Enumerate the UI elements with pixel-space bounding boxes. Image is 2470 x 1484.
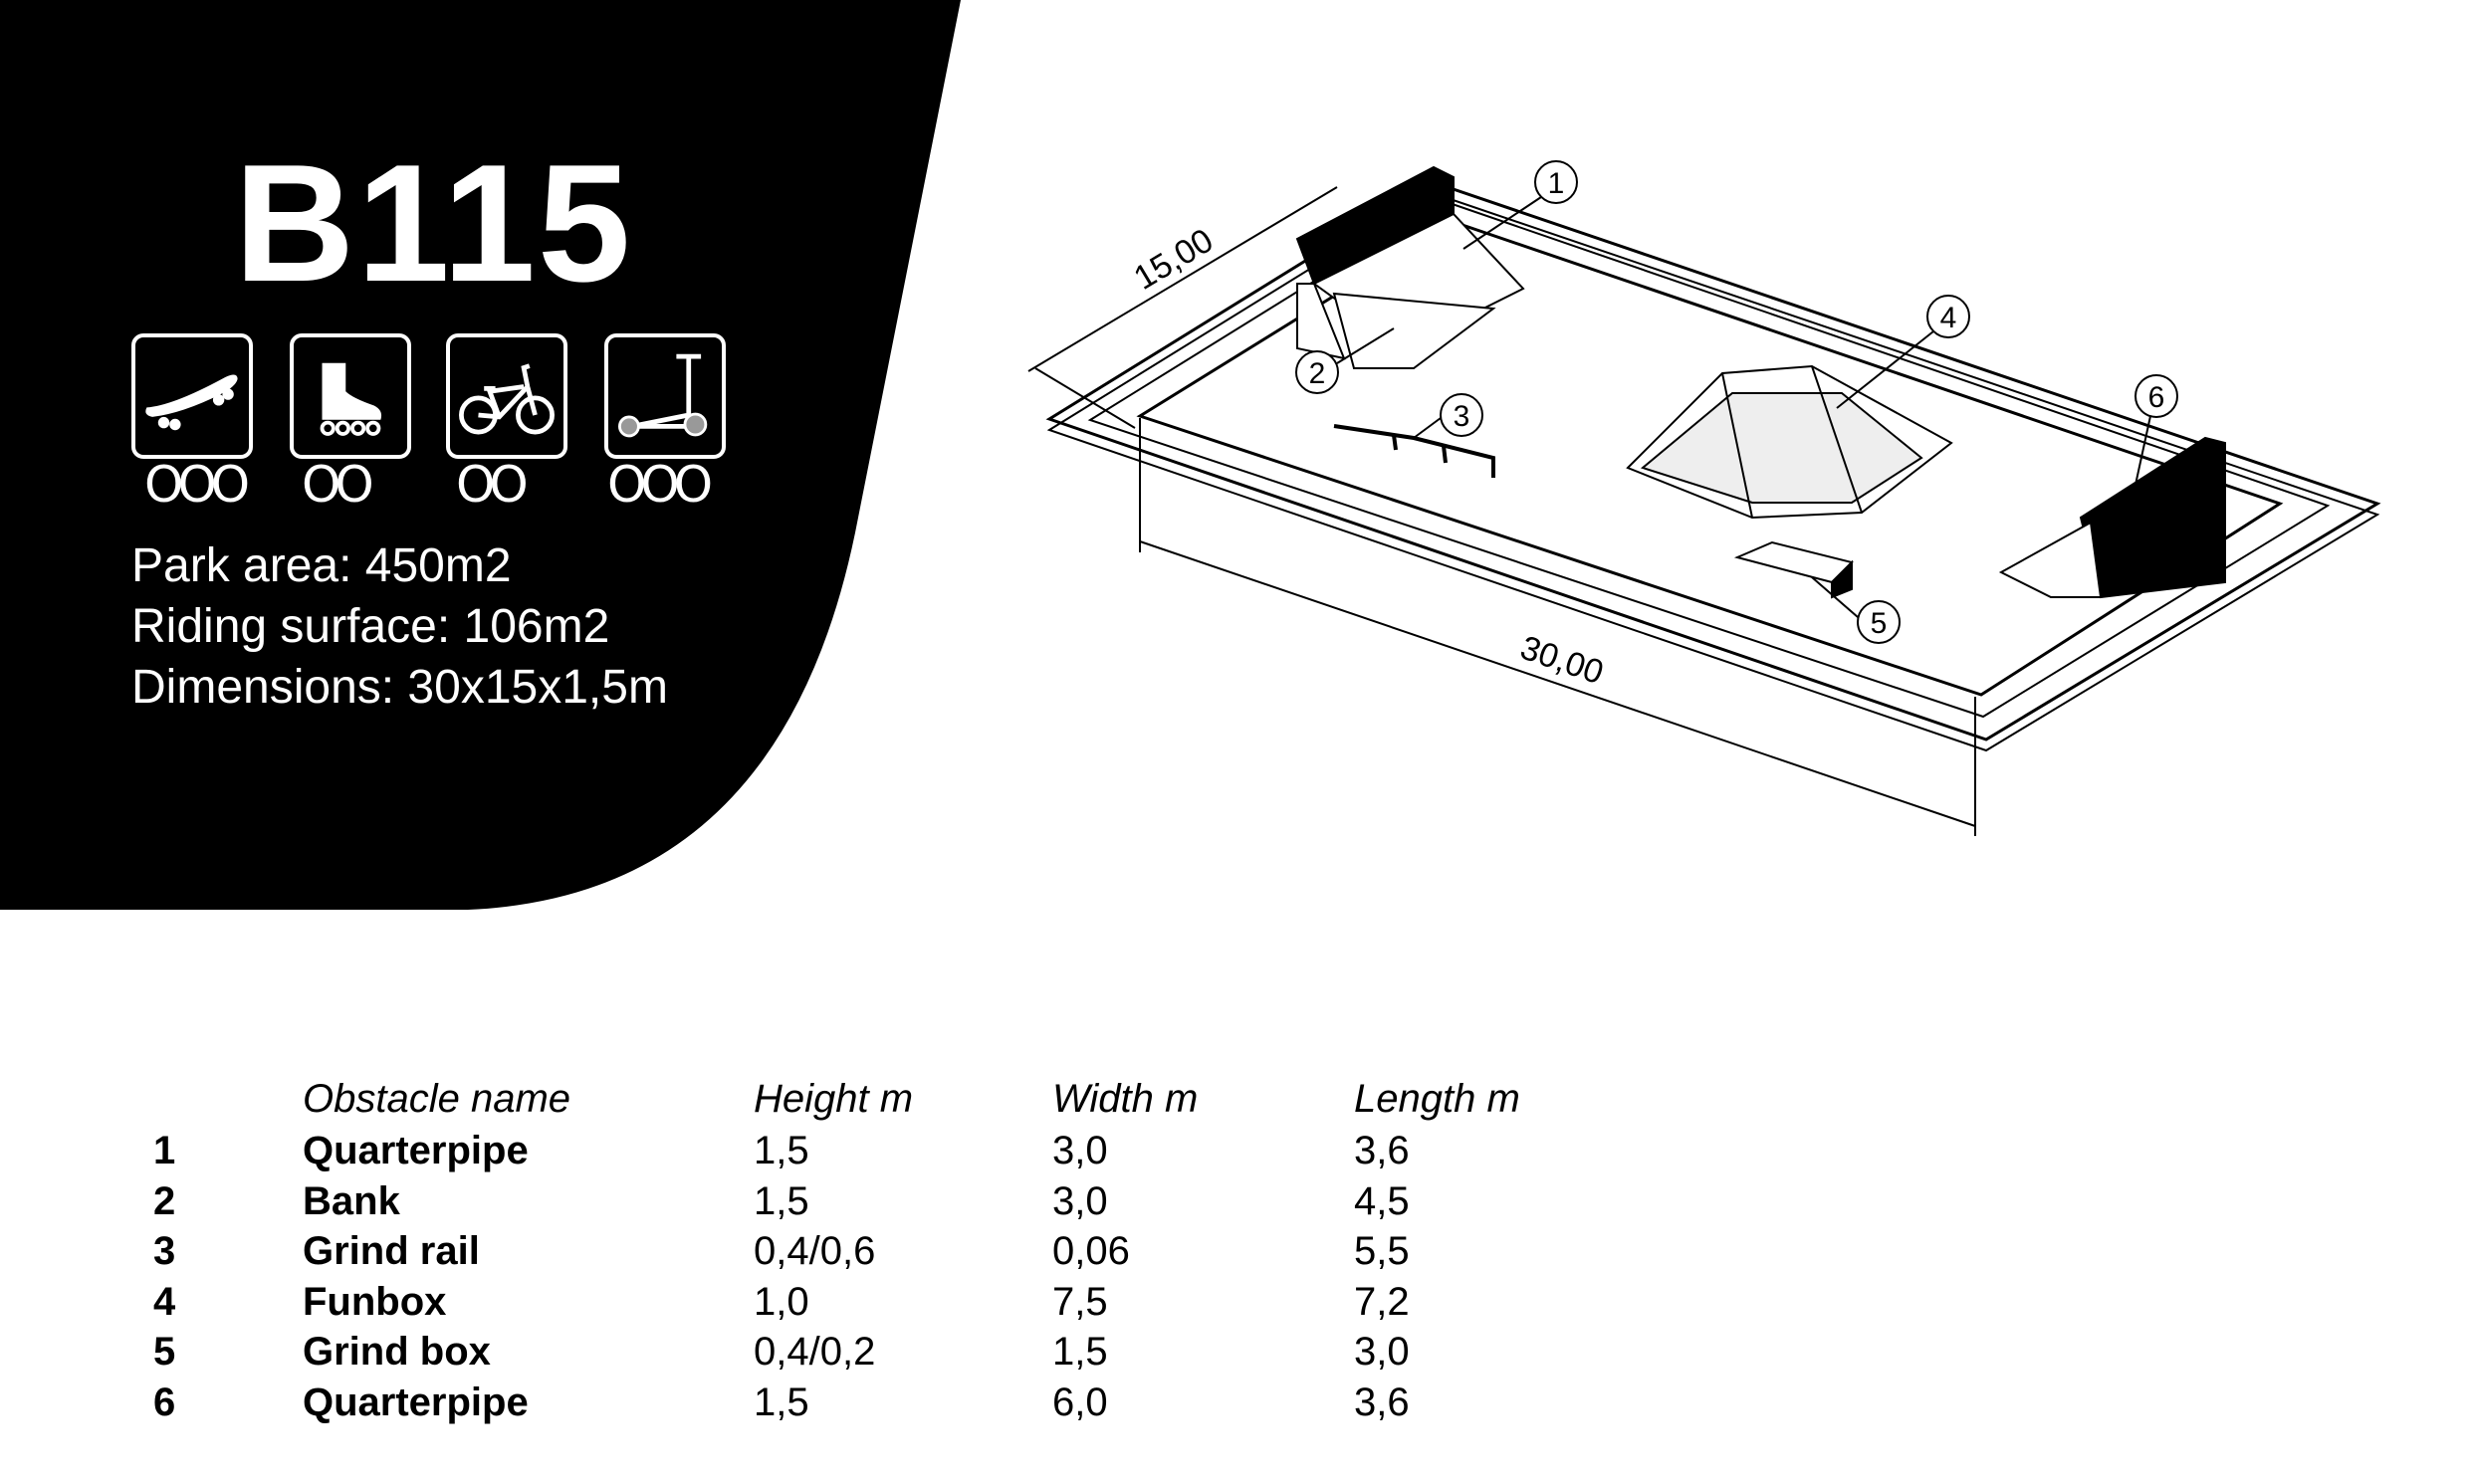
slab-edge bbox=[1046, 191, 2380, 752]
bicycle-icon bbox=[446, 333, 567, 459]
cell-width: 7,5 bbox=[1052, 1279, 1108, 1324]
cell-height: 1,5 bbox=[754, 1129, 809, 1172]
callout-6: 6 bbox=[2148, 381, 2165, 414]
cell-height: 1,5 bbox=[754, 1379, 809, 1424]
skateboard-rating: OOO bbox=[144, 456, 250, 514]
cell-length: 3,0 bbox=[1354, 1330, 1410, 1374]
cell-name: Grind box bbox=[303, 1330, 491, 1374]
header-obstacle-name: Obstacle name bbox=[303, 1077, 571, 1121]
cell-num: 2 bbox=[153, 1178, 176, 1223]
cell-num: 1 bbox=[153, 1129, 176, 1172]
width-dimension-label: 15,00 bbox=[1128, 221, 1221, 297]
grind-box-5 bbox=[1733, 540, 1854, 599]
callout-5: 5 bbox=[1871, 607, 1888, 640]
cell-height: 0,4/0,6 bbox=[754, 1229, 876, 1273]
cell-length: 7,2 bbox=[1354, 1279, 1410, 1324]
cell-width: 3,0 bbox=[1052, 1129, 1108, 1172]
header-width: Width m bbox=[1052, 1077, 1199, 1121]
header-height: Height m bbox=[754, 1077, 914, 1121]
cell-name: Grind rail bbox=[303, 1229, 480, 1273]
cell-height: 1,0 bbox=[754, 1279, 809, 1324]
length-dimension-line bbox=[1139, 540, 1976, 827]
cell-num: 4 bbox=[153, 1279, 176, 1324]
width-dimension-line bbox=[1027, 186, 1338, 372]
skateboard-icon bbox=[131, 333, 253, 459]
cell-height: 0,4/0,2 bbox=[754, 1330, 876, 1374]
cell-length: 3,6 bbox=[1354, 1379, 1410, 1424]
scooter-rating: OOO bbox=[607, 456, 713, 514]
scooter-icon bbox=[604, 333, 726, 459]
callout-4: 4 bbox=[1940, 302, 1957, 334]
cell-name: Funbox bbox=[303, 1279, 447, 1324]
grind-rail-3 bbox=[1333, 424, 1495, 478]
cell-num: 3 bbox=[153, 1229, 176, 1273]
riding-surface: Riding surface: 106m2 bbox=[131, 600, 610, 653]
cell-name: Bank bbox=[303, 1178, 400, 1223]
cell-width: 6,0 bbox=[1052, 1379, 1108, 1424]
callout-2: 2 bbox=[1309, 357, 1326, 390]
inline-skate-icon bbox=[290, 333, 411, 459]
quarterpipe-6 bbox=[1998, 436, 2226, 599]
cell-width: 0,06 bbox=[1052, 1229, 1130, 1273]
cell-length: 3,6 bbox=[1354, 1129, 1410, 1172]
cell-num: 5 bbox=[153, 1330, 176, 1374]
cell-name: Quarterpipe bbox=[303, 1129, 529, 1172]
model-title: B115 bbox=[234, 129, 633, 317]
inline-skate-rating: OO bbox=[302, 456, 374, 514]
dimensions: Dimensions: 30x15x1,5m bbox=[131, 661, 668, 714]
park-area: Park area: 450m2 bbox=[131, 539, 512, 592]
cell-width: 1,5 bbox=[1052, 1330, 1108, 1374]
bmx-rating: OO bbox=[456, 456, 529, 514]
callout-3: 3 bbox=[1454, 400, 1470, 433]
cell-height: 1,5 bbox=[754, 1178, 809, 1223]
header-length: Length m bbox=[1354, 1077, 1520, 1121]
length-dimension-label: 30,00 bbox=[1515, 629, 1608, 693]
quarterpipe-1-bank-2 bbox=[1295, 165, 1525, 369]
callouts bbox=[1295, 160, 2178, 644]
cell-num: 6 bbox=[153, 1379, 176, 1424]
callout-1: 1 bbox=[1548, 167, 1565, 200]
cell-length: 4,5 bbox=[1354, 1178, 1410, 1223]
cell-name: Quarterpipe bbox=[303, 1379, 529, 1424]
funbox-4 bbox=[1626, 364, 1953, 520]
cell-length: 5,5 bbox=[1354, 1229, 1410, 1273]
cell-width: 3,0 bbox=[1052, 1178, 1108, 1223]
